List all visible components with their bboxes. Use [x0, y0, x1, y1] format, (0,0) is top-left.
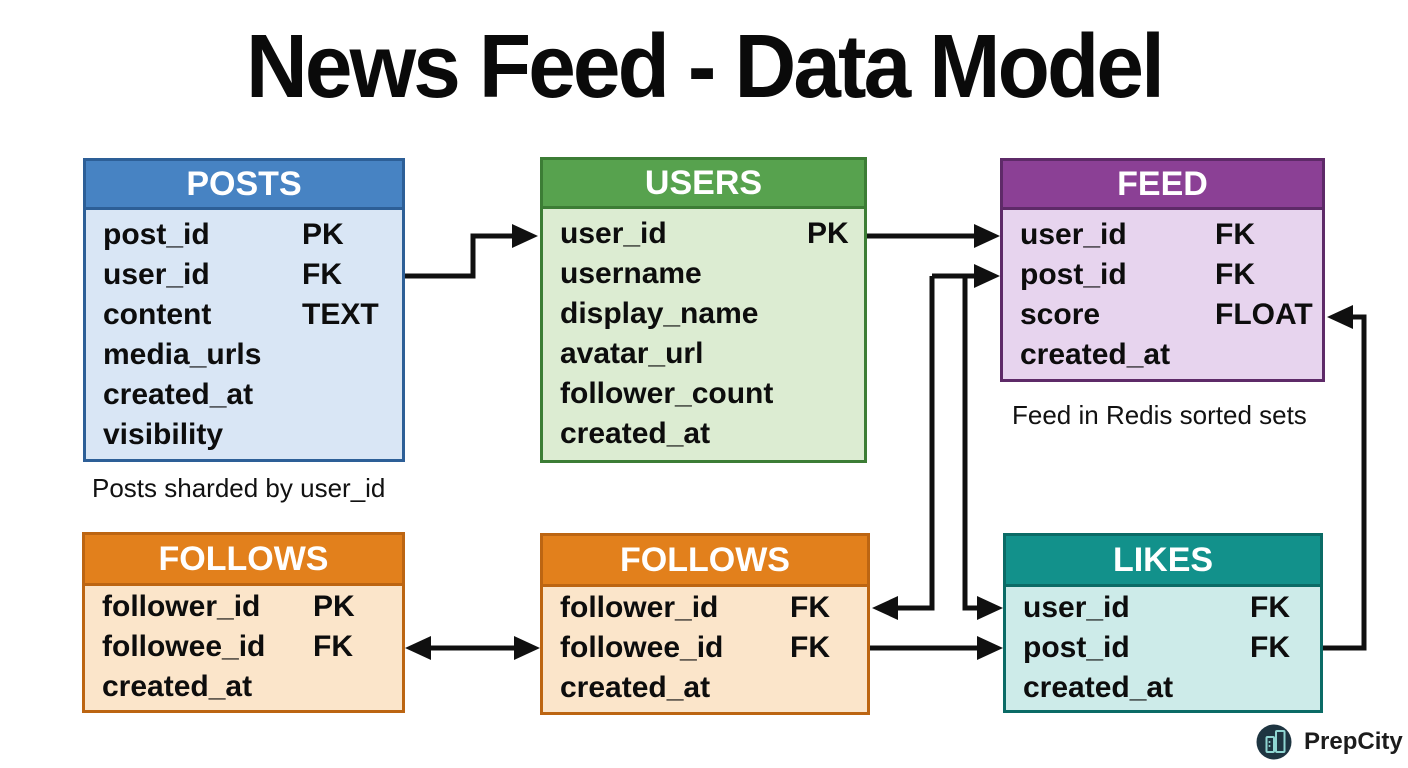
arrowhead-icon: [977, 636, 1003, 660]
table-users-header: USERS: [543, 160, 864, 209]
arrowhead-icon: [974, 264, 1000, 288]
arrowhead-icon: [1327, 305, 1353, 329]
page-title: News Feed - Data Model: [245, 17, 1165, 117]
posts-note: Posts sharded by user_id: [92, 473, 386, 503]
table-row: created_at: [560, 417, 711, 450]
arrowhead-icon: [514, 636, 540, 660]
table-feed-header: FEED: [1003, 161, 1322, 210]
table-row: visibility: [103, 418, 224, 451]
table-row: created_at: [1023, 671, 1174, 704]
table-row: created_at: [1020, 338, 1171, 371]
table-posts-header: POSTS: [86, 161, 402, 210]
arrow-posts-users: [405, 233, 514, 279]
table-follows-left-header: FOLLOWS: [85, 535, 402, 586]
table-row: display_name: [560, 297, 759, 330]
brand-logo: PrepCity: [1252, 720, 1403, 764]
arrowhead-icon: [977, 596, 1003, 620]
table-row: created_at: [102, 670, 253, 703]
brand-name: PrepCity: [1304, 728, 1403, 755]
table-row: media_urls: [103, 338, 262, 371]
arrow-likes-feed: [1323, 314, 1367, 651]
table-follows-middle-header: FOLLOWS: [543, 536, 867, 587]
arrowhead-icon: [405, 636, 431, 660]
prepcity-buildings-icon: [1256, 724, 1292, 760]
arrow-feed-follows: [896, 276, 935, 611]
table-row: created_at: [103, 378, 254, 411]
table-row: created_at: [560, 671, 711, 704]
table-likes-header: LIKES: [1006, 536, 1320, 587]
table-row: avatar_url: [560, 337, 704, 370]
arrowhead-icon: [974, 224, 1000, 248]
table-row: username: [560, 257, 702, 290]
table-row: follower_count: [560, 377, 774, 410]
arrow-feed-likes: [962, 276, 979, 611]
arrowhead-icon: [872, 596, 898, 620]
arrowhead-icon: [512, 224, 538, 248]
feed-note: Feed in Redis sorted sets: [1012, 400, 1307, 430]
